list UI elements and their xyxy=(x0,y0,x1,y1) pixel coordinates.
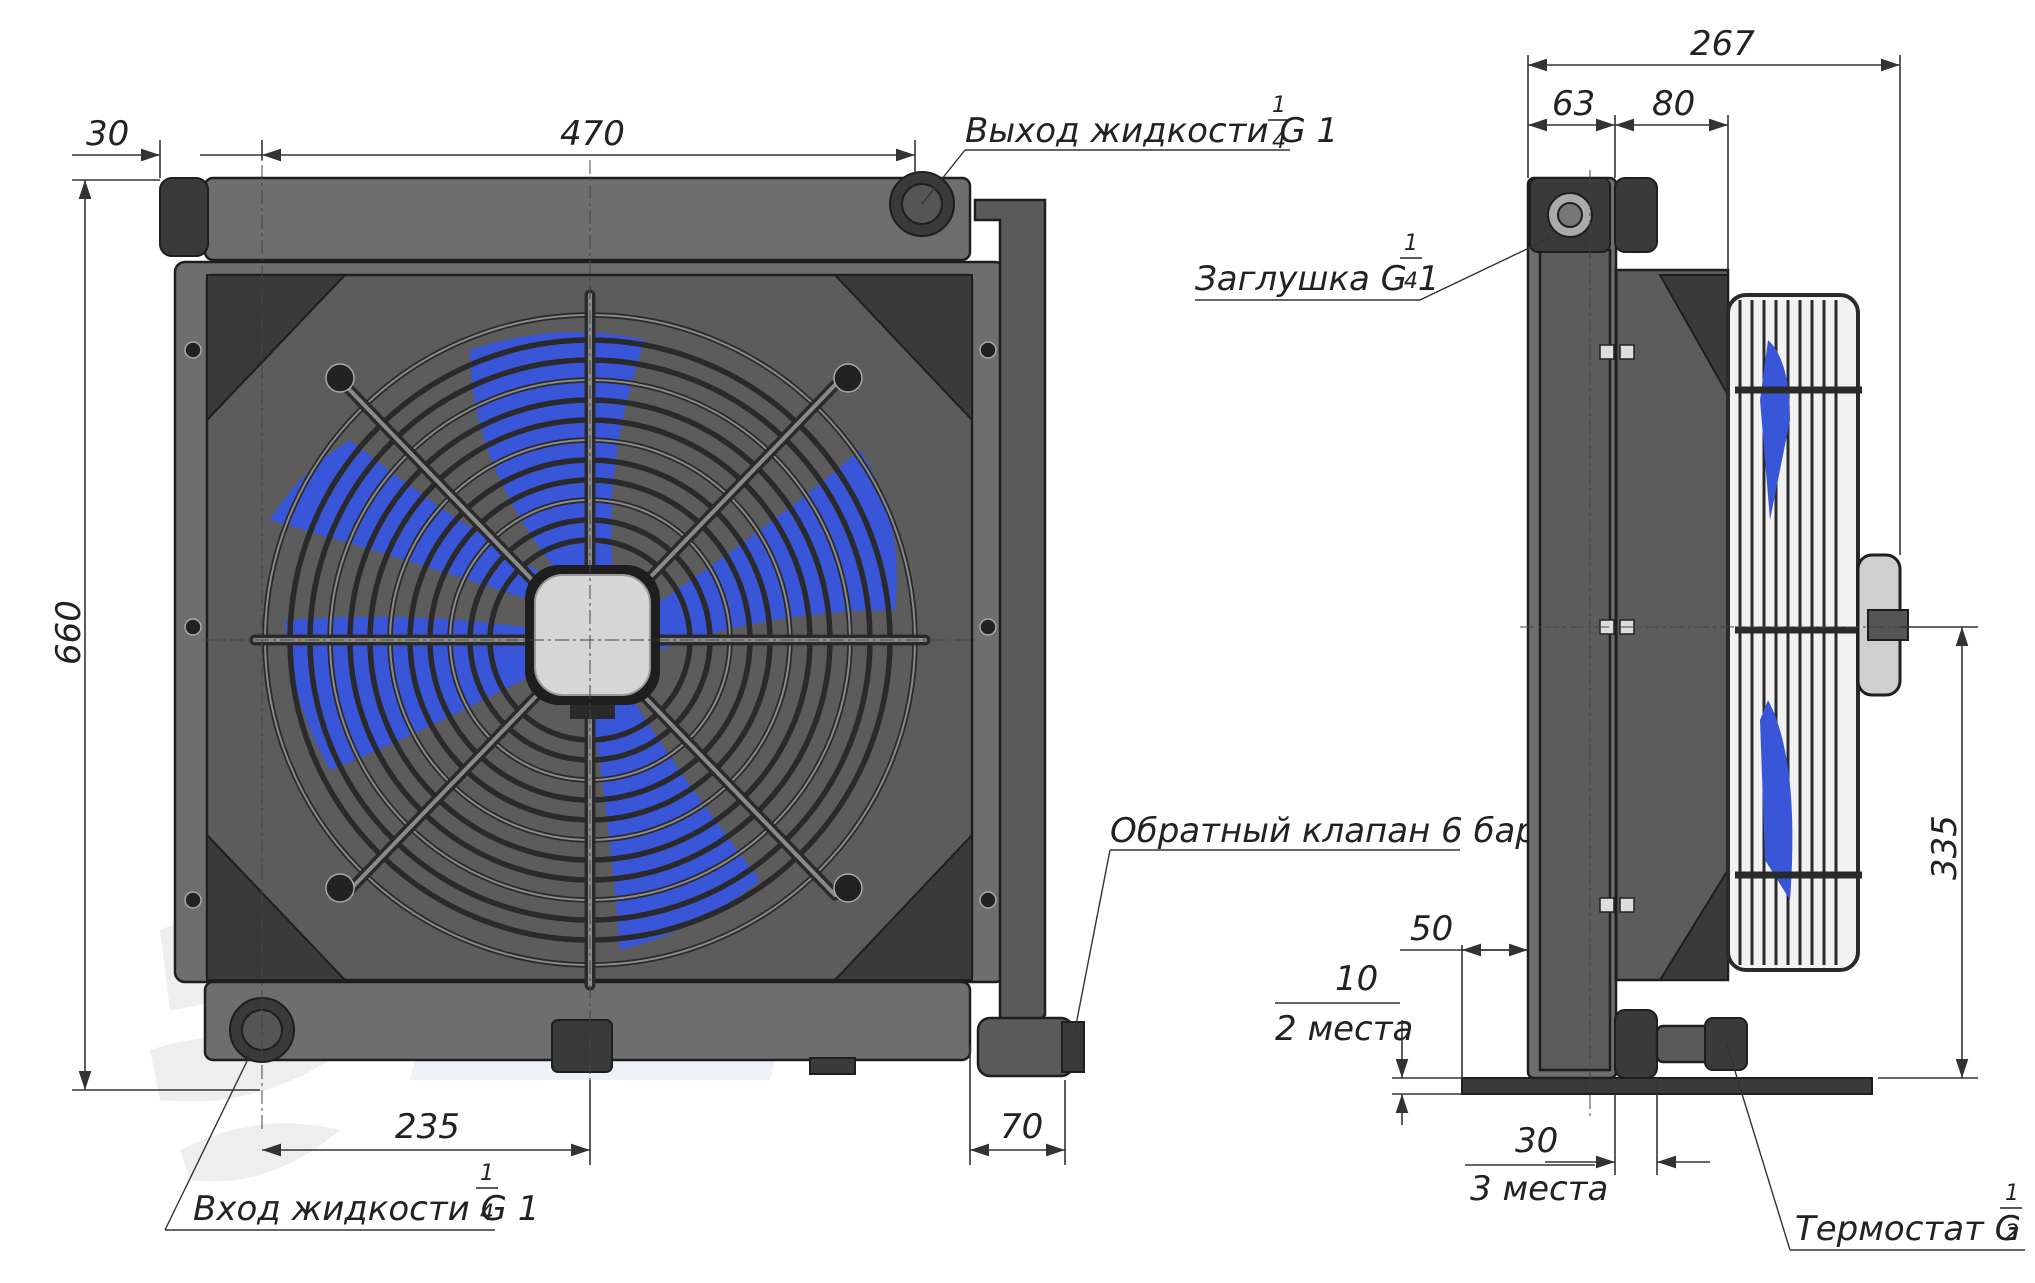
front-labels: Выход жидкости G 1 1 4 Вход жидкости G 1… xyxy=(164,93,1537,1231)
dim-235: 235 xyxy=(395,1107,460,1147)
thermo-frac-num: 1 xyxy=(2005,1181,2019,1206)
plug-frac-den: 4 xyxy=(1404,269,1418,294)
inlet-frac-den: 4 xyxy=(480,1201,494,1226)
front-dimensions: 470 30 660 235 70 xyxy=(49,114,1066,1165)
dim-30-count: 3 места xyxy=(1470,1169,1608,1209)
label-check-valve: Обратный клапан 6 бар xyxy=(1110,811,1537,851)
corner-bl xyxy=(206,832,348,981)
label-thermostat: Термостат G xyxy=(1795,1209,2021,1249)
check-valve-nut xyxy=(1061,1021,1085,1073)
drain-valve xyxy=(551,1019,613,1073)
dim-267: 267 xyxy=(1690,24,1755,64)
outlet-frac-num: 1 xyxy=(1272,93,1286,118)
corner-tl xyxy=(206,274,348,423)
dim-10: 10 xyxy=(1335,959,1378,999)
dim-470: 470 xyxy=(560,114,625,154)
left-plug-top xyxy=(159,177,209,257)
thermo-frac-den: 2 xyxy=(2005,1221,2019,1246)
side-labels: Заглушка G 1 1 4 Термостат G 1 2 xyxy=(1195,231,2025,1251)
bottom-foot xyxy=(809,1057,856,1075)
dim-30-left: 30 xyxy=(86,114,129,154)
frame-bolts xyxy=(184,341,997,909)
top-header-tank xyxy=(203,176,972,262)
dim-10-count: 2 места xyxy=(1275,1009,1413,1049)
label-outlet: Выход жидкости G 1 xyxy=(965,111,1338,151)
thermostat-nut xyxy=(1704,1017,1748,1071)
dim-80: 80 xyxy=(1652,84,1695,124)
outlet-frac-den: 4 xyxy=(1272,129,1286,154)
label-plug: Заглушка G 1 xyxy=(1195,259,1439,299)
dim-70: 70 xyxy=(1000,1107,1043,1147)
label-inlet: Вход жидкости G 1 xyxy=(193,1189,539,1229)
side-top-cap xyxy=(1614,177,1658,253)
front-view xyxy=(159,140,1085,1130)
side-fan-guard xyxy=(1726,293,1909,972)
corner-br xyxy=(832,832,973,981)
corner-tr xyxy=(832,274,973,423)
dim-63: 63 xyxy=(1552,84,1595,124)
check-valve xyxy=(976,1016,1075,1078)
side-dimensions: 267 63 80 335 50 10 2 места 30 3 места xyxy=(1275,24,1978,1209)
dim-335: 335 xyxy=(1925,815,1965,880)
dim-50: 50 xyxy=(1410,909,1453,949)
side-bottom-cap xyxy=(1614,1009,1658,1079)
motor-connector xyxy=(570,705,615,719)
inlet-frac-num: 1 xyxy=(480,1161,494,1186)
dim-30-foot: 30 xyxy=(1515,1121,1558,1161)
side-core-fins xyxy=(1538,248,1612,1072)
dim-660: 660 xyxy=(49,600,89,665)
plug-frac-num: 1 xyxy=(1404,231,1418,256)
motor-hub xyxy=(534,574,651,696)
base-plate xyxy=(1461,1077,1873,1095)
side-view xyxy=(1461,170,1920,1120)
